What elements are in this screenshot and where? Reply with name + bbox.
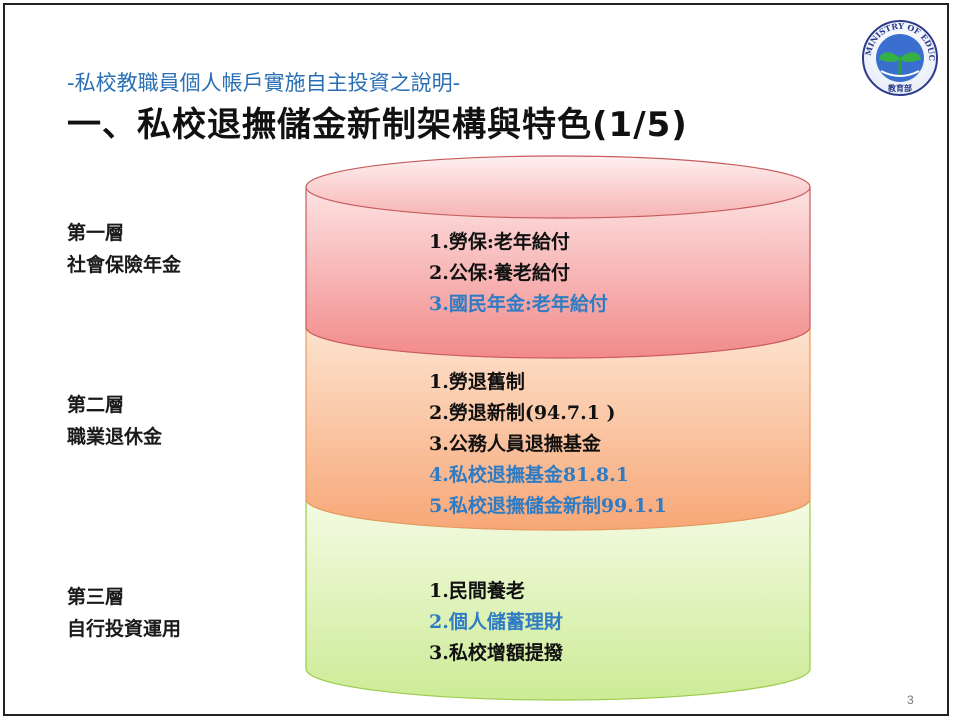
list-item: 2.個人儲蓄理財 <box>429 611 563 633</box>
list-item: 2.勞退新制(94.7.1 ) <box>429 402 616 424</box>
layer-1-name: 自行投資運用 <box>67 618 182 640</box>
list-item: 3.國民年金:老年給付 <box>429 293 608 315</box>
list-item: 1.民間養老 <box>429 580 525 602</box>
ministry-of-education-logo: MINISTRY OF EDUCATION 教育部 <box>861 19 938 96</box>
page-number: 3 <box>907 693 914 707</box>
layer-2-items: 1.勞退舊制 2.勞退新制(94.7.1 ) 3.公務人員退撫基金 4.私校退撫… <box>429 367 667 522</box>
pension-layers-cylinder <box>305 155 811 701</box>
leaf-icon <box>879 52 900 62</box>
list-item: 3.私校增額提撥 <box>429 642 563 664</box>
list-item: 1.勞退舊制 <box>429 371 525 393</box>
layer-1-items: 1.民間養老 2.個人儲蓄理財 3.私校增額提撥 <box>429 576 563 669</box>
slide-subtitle: -私校教職員個人帳戶實施自主投資之說明- <box>67 71 461 95</box>
layer-1-level: 第三層 <box>67 586 125 608</box>
slide: -私校教職員個人帳戶實施自主投資之說明- 一、私校退撫儲金新制架構與特色(1/5… <box>3 3 949 716</box>
layer-2-name: 職業退休金 <box>67 426 163 448</box>
slide-title: 一、私校退撫儲金新制架構與特色(1/5) <box>67 105 688 145</box>
logo-text-bottom: 教育部 <box>887 83 912 93</box>
layer-3-label: 第一層 社會保險年金 <box>67 217 181 281</box>
list-item: 2.公保:養老給付 <box>429 262 570 284</box>
cylinder-lid <box>305 155 811 219</box>
layer-3-items: 1.勞保:老年給付 2.公保:養老給付 3.國民年金:老年給付 <box>429 227 608 320</box>
list-item: 4.私校退撫基金81.8.1 <box>429 464 629 486</box>
layer-1-label: 第三層 自行投資運用 <box>67 581 181 645</box>
layer-3-segment <box>305 186 811 359</box>
layer-3-name: 社會保險年金 <box>67 254 182 276</box>
list-item: 5.私校退撫儲金新制99.1.1 <box>429 495 667 517</box>
list-item: 3.公務人員退撫基金 <box>429 433 601 455</box>
list-item: 1.勞保:老年給付 <box>429 231 570 253</box>
layer-3-level: 第一層 <box>67 222 125 244</box>
layer-2-level: 第二層 <box>67 394 125 416</box>
layer-2-label: 第二層 職業退休金 <box>67 389 162 453</box>
